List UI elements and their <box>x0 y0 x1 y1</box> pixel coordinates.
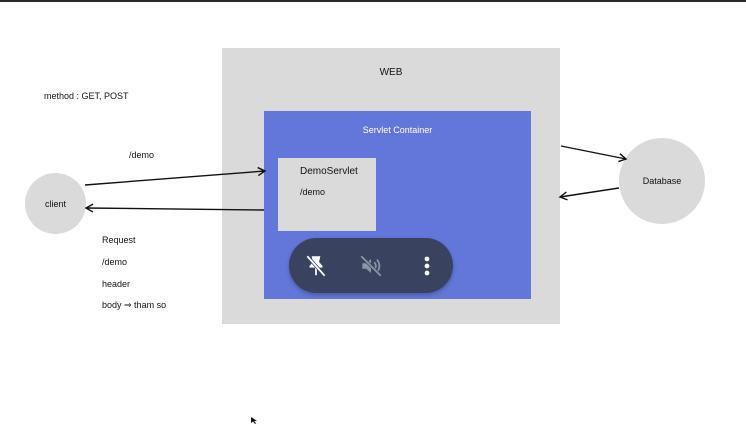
mouse-cursor-icon <box>251 417 257 424</box>
unpin-button[interactable] <box>300 250 332 282</box>
floating-toolbar <box>289 238 453 293</box>
request-path-label: /demo <box>129 150 155 160</box>
mute-button[interactable] <box>355 250 387 282</box>
volume-off-icon <box>360 255 382 277</box>
servlet-path: /demo <box>300 187 326 197</box>
client-label: client <box>44 198 66 209</box>
demo-servlet-box: DemoServlet /demo <box>278 158 376 231</box>
database-to-container-arrow <box>558 187 620 201</box>
client-node: client <box>25 173 86 234</box>
servlet-container-label: Servlet Container <box>362 125 433 135</box>
request-path: /demo <box>102 257 128 267</box>
database-label: Database <box>642 176 682 186</box>
web-label: WEB <box>379 67 403 78</box>
servlet-name: DemoServlet <box>300 166 358 177</box>
pin-off-icon <box>306 255 326 277</box>
more-options-button[interactable] <box>411 250 443 282</box>
request-title: Request <box>102 235 136 245</box>
container-to-database-arrow <box>560 145 628 163</box>
request-body: body ⇒ tham so <box>102 300 167 310</box>
top-divider <box>0 0 746 2</box>
more-vertical-icon <box>424 256 430 276</box>
database-node: Database <box>619 138 705 224</box>
method-note: method : GET, POST <box>44 91 129 101</box>
request-header: header <box>102 279 131 289</box>
